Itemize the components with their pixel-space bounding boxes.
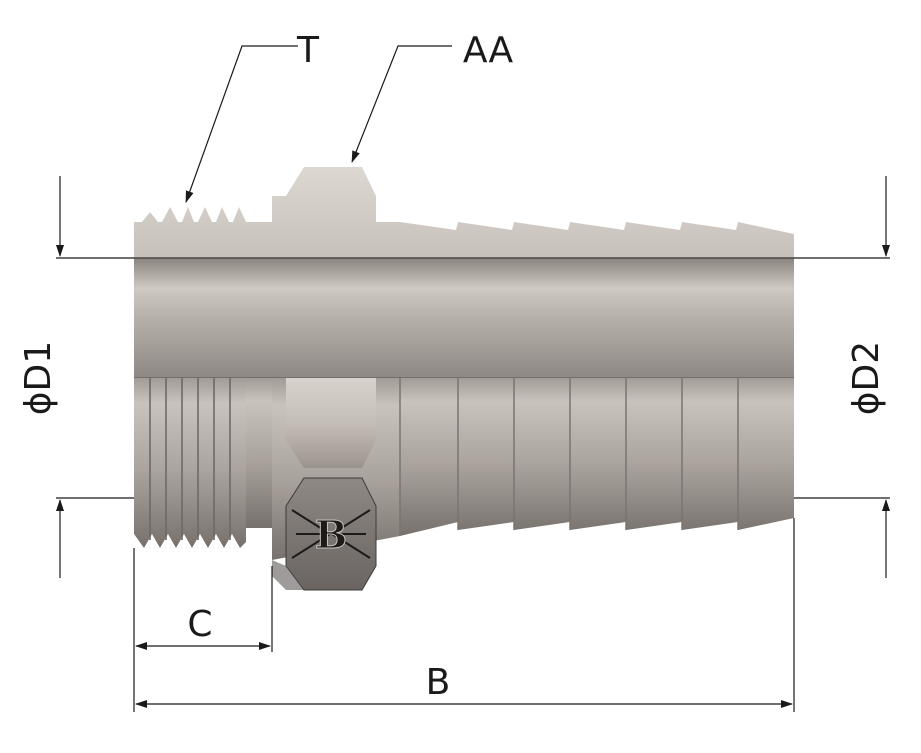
- bore: [134, 257, 794, 379]
- label-d2: ϕD2: [846, 341, 887, 415]
- extension-lines: [56, 257, 890, 712]
- label-aa: AA: [463, 30, 514, 71]
- upper-section-profile: [134, 167, 794, 258]
- thread-grooves: [149, 378, 231, 540]
- label-c: C: [187, 604, 212, 645]
- lower-exterior: [134, 378, 794, 560]
- leader-t: [185, 45, 298, 203]
- leader-aa: [351, 45, 452, 163]
- brand-logo: B: [291, 509, 371, 559]
- barb-edges: [399, 378, 739, 536]
- label-d1: ϕD1: [18, 341, 59, 415]
- label-b: B: [426, 662, 451, 703]
- label-t: T: [296, 30, 320, 71]
- brand-logo-letter: B: [315, 512, 347, 557]
